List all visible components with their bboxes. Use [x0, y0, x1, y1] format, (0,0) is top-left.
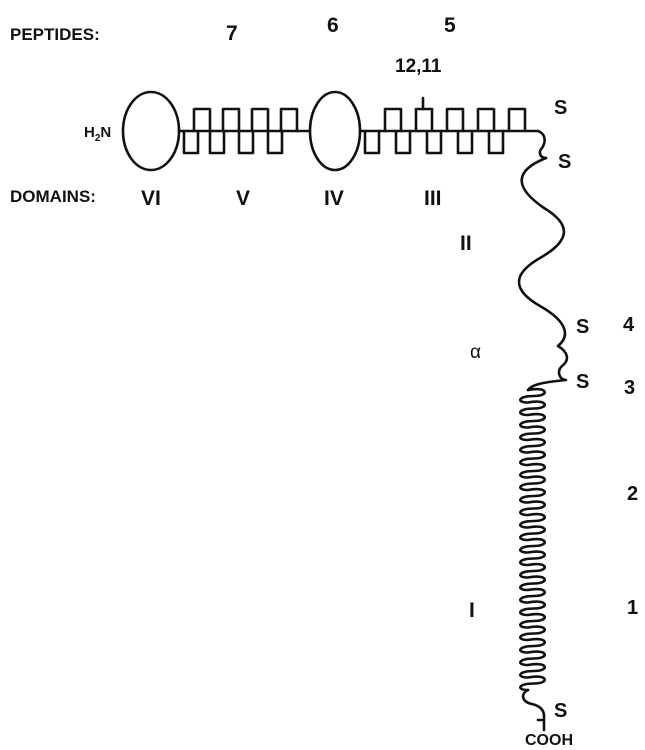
- repeat-loops-upper-III: [383, 107, 527, 133]
- peptide-label-2: 2: [627, 483, 638, 505]
- repeat-loops-upper-V: [192, 107, 299, 133]
- repeat-loops-lower-III: [363, 129, 505, 155]
- disulfide-s-1: S: [554, 97, 567, 119]
- repeat-loops-lower-V: [182, 129, 284, 155]
- peptide-label-4: 4: [623, 314, 635, 336]
- domain-label-alpha: α: [470, 342, 481, 363]
- peptide-label-3: 3: [624, 377, 635, 399]
- disulfide-s-4: S: [576, 371, 589, 393]
- disulfide-connector-top: [536, 129, 548, 160]
- peptide-label-7: 7: [226, 22, 238, 45]
- domains-header: DOMAINS:: [10, 187, 96, 206]
- domain-label-VI: VI: [141, 187, 161, 210]
- egf-repeats-III: [358, 96, 540, 155]
- domain-II-wavy-strand: [517, 156, 567, 348]
- domain-label-V: V: [236, 187, 250, 210]
- domain-label-III: III: [424, 187, 442, 210]
- globular-domain-IV: [308, 90, 362, 172]
- domain-label-II: II: [460, 232, 472, 255]
- disulfide-s-2: S: [558, 151, 571, 173]
- peptides-header: PEPTIDES:: [10, 25, 100, 44]
- domain-label-I: I: [469, 599, 475, 622]
- domain-I-coiled-coil: [519, 387, 546, 692]
- c-terminus-label: COOH: [525, 732, 573, 749]
- c-terminal-strand: [521, 688, 546, 718]
- c-terminus-tick: [536, 714, 546, 732]
- peptide-label-1: 1: [627, 597, 638, 619]
- globular-domain-VI: [121, 90, 181, 172]
- peptide-label-12-11: 12,11: [395, 56, 442, 77]
- disulfide-connector-mid: [526, 344, 569, 392]
- disulfide-s-5: S: [554, 700, 567, 722]
- disulfide-s-3: S: [576, 316, 589, 338]
- n-terminus-label: H2N: [84, 124, 111, 144]
- egf-repeats-V: [177, 107, 312, 155]
- peptide-label-6: 6: [327, 14, 339, 37]
- domain-label-IV: IV: [324, 187, 344, 210]
- peptide-label-5: 5: [444, 14, 456, 37]
